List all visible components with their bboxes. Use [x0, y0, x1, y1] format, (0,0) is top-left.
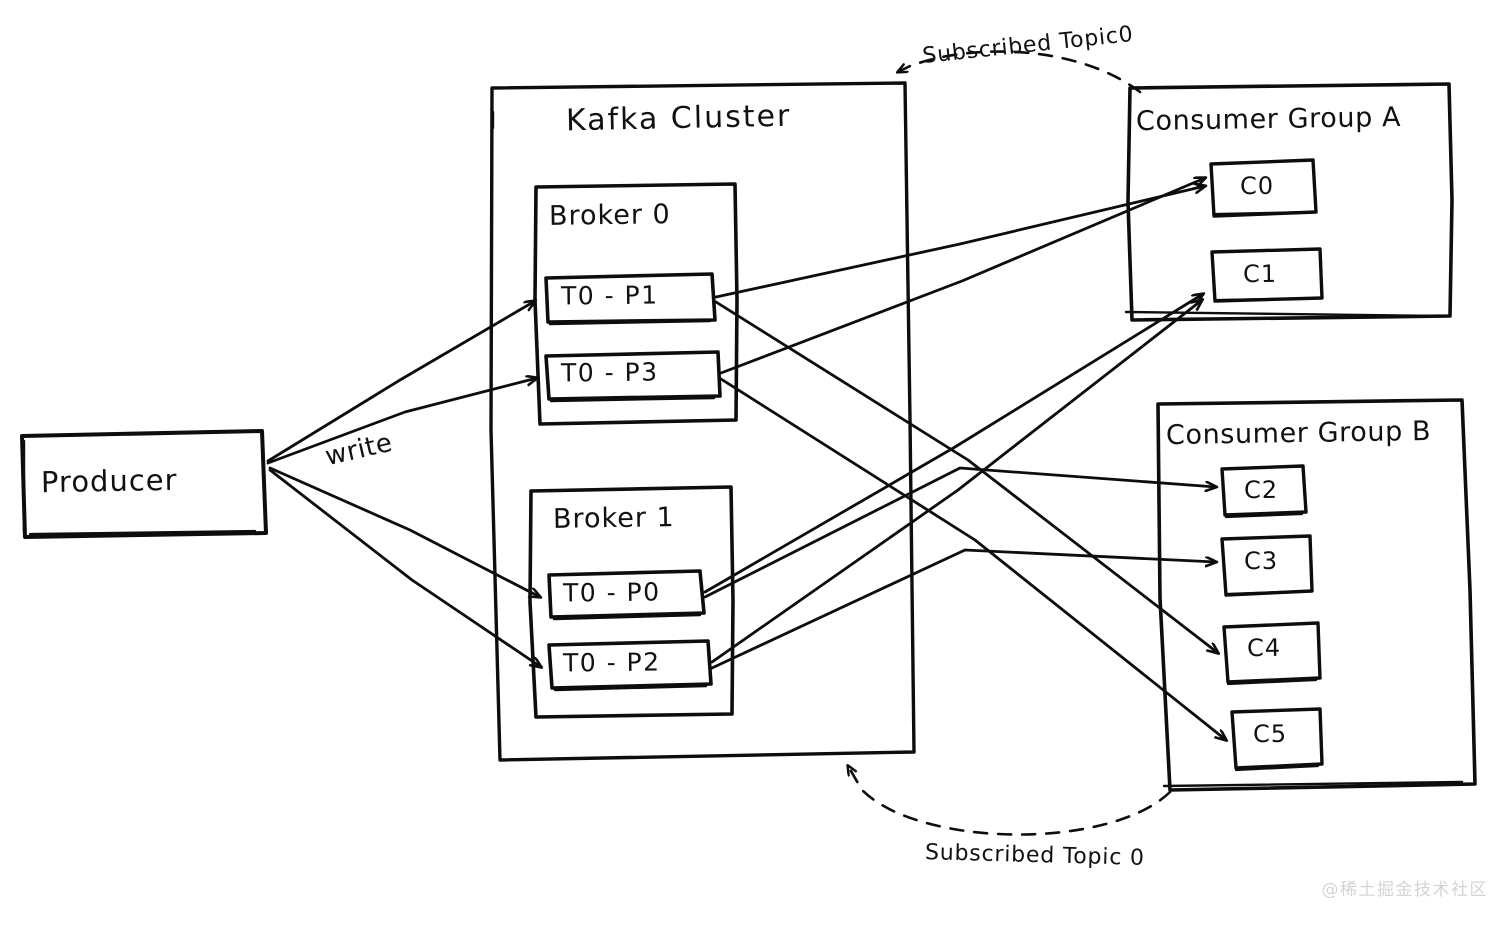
arrow-t0p1-to-c4	[714, 300, 1218, 653]
consumer-c2-box	[1220, 464, 1308, 519]
arrow-t0p3-to-c0	[719, 178, 1205, 375]
producer-write-arrows	[266, 301, 541, 667]
subscription-arc-top	[898, 50, 1142, 94]
consumer-group-a-box	[1124, 82, 1454, 322]
consumer-c0-label: C0	[1239, 171, 1275, 201]
partition-t0p0-box	[547, 569, 706, 621]
partition-t0p2-box	[547, 639, 713, 692]
partition-t0p1-box	[544, 272, 717, 326]
arrow-t0p0-to-c2	[703, 466, 1216, 599]
kafka-cluster-box	[489, 81, 916, 762]
arrow-t0p2-to-c3	[710, 548, 1216, 670]
partition-t0p3-label: T0 - P3	[560, 357, 659, 388]
broker-1-title: Broker 1	[552, 502, 675, 535]
partition-t0p3-box	[544, 350, 722, 403]
producer-label: Producer	[40, 462, 178, 500]
partition-t0p2-label: T0 - P2	[562, 647, 661, 678]
consumer-group-b-box	[1156, 398, 1477, 792]
watermark: @稀土掘金技术社区	[1321, 880, 1488, 900]
subscription-arc-bottom	[848, 766, 1172, 836]
arrow-t0p3-to-c5	[719, 377, 1226, 740]
consumer-c4-box	[1222, 621, 1322, 686]
consumer-c2-label: C2	[1243, 475, 1279, 505]
consumer-c3-label: C3	[1243, 546, 1279, 576]
producer-box	[20, 429, 268, 539]
broker-1-box	[528, 485, 735, 719]
partition-t0p1-label: T0 - P1	[560, 280, 659, 311]
arrow-t0p2-to-c1	[710, 300, 1202, 664]
arrow-t0p1-to-c0	[714, 186, 1205, 299]
consumer-c1-box	[1210, 247, 1324, 303]
consumer-c1-label: C1	[1242, 259, 1278, 289]
consumer-c3-box	[1220, 534, 1314, 597]
partition-t0p0-label: T0 - P0	[562, 577, 661, 608]
consumer-c4-label: C4	[1246, 633, 1282, 663]
consumer-c5-box	[1230, 707, 1324, 772]
arrow-t0p0-to-c1	[703, 294, 1203, 594]
broker-0-title: Broker 0	[548, 199, 671, 232]
consumer-group-a-title: Consumer Group A	[1135, 101, 1402, 138]
consumer-c5-label: C5	[1252, 719, 1288, 749]
consumer-c0-box	[1209, 158, 1318, 218]
consumer-group-b-title: Consumer Group B	[1165, 415, 1432, 452]
cluster-title: Kafka Cluster	[565, 98, 792, 139]
